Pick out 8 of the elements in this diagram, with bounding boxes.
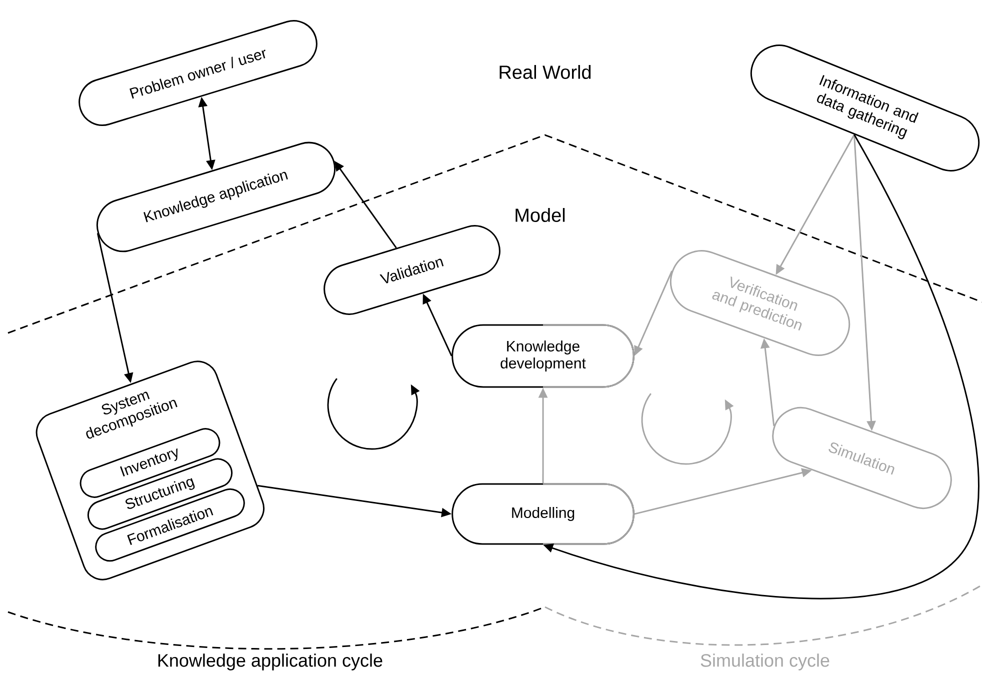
region-label: Real World xyxy=(497,64,593,80)
process-box: Problem owner / user xyxy=(78,20,318,126)
process-box: Validation xyxy=(324,225,500,315)
region-label: Model xyxy=(513,207,567,223)
process-box: Modelling xyxy=(452,483,634,545)
region-label: Knowledge application cycle xyxy=(156,652,384,672)
region-label: Simulation cycle xyxy=(698,652,832,672)
process-box: Knowledge development xyxy=(452,324,634,388)
